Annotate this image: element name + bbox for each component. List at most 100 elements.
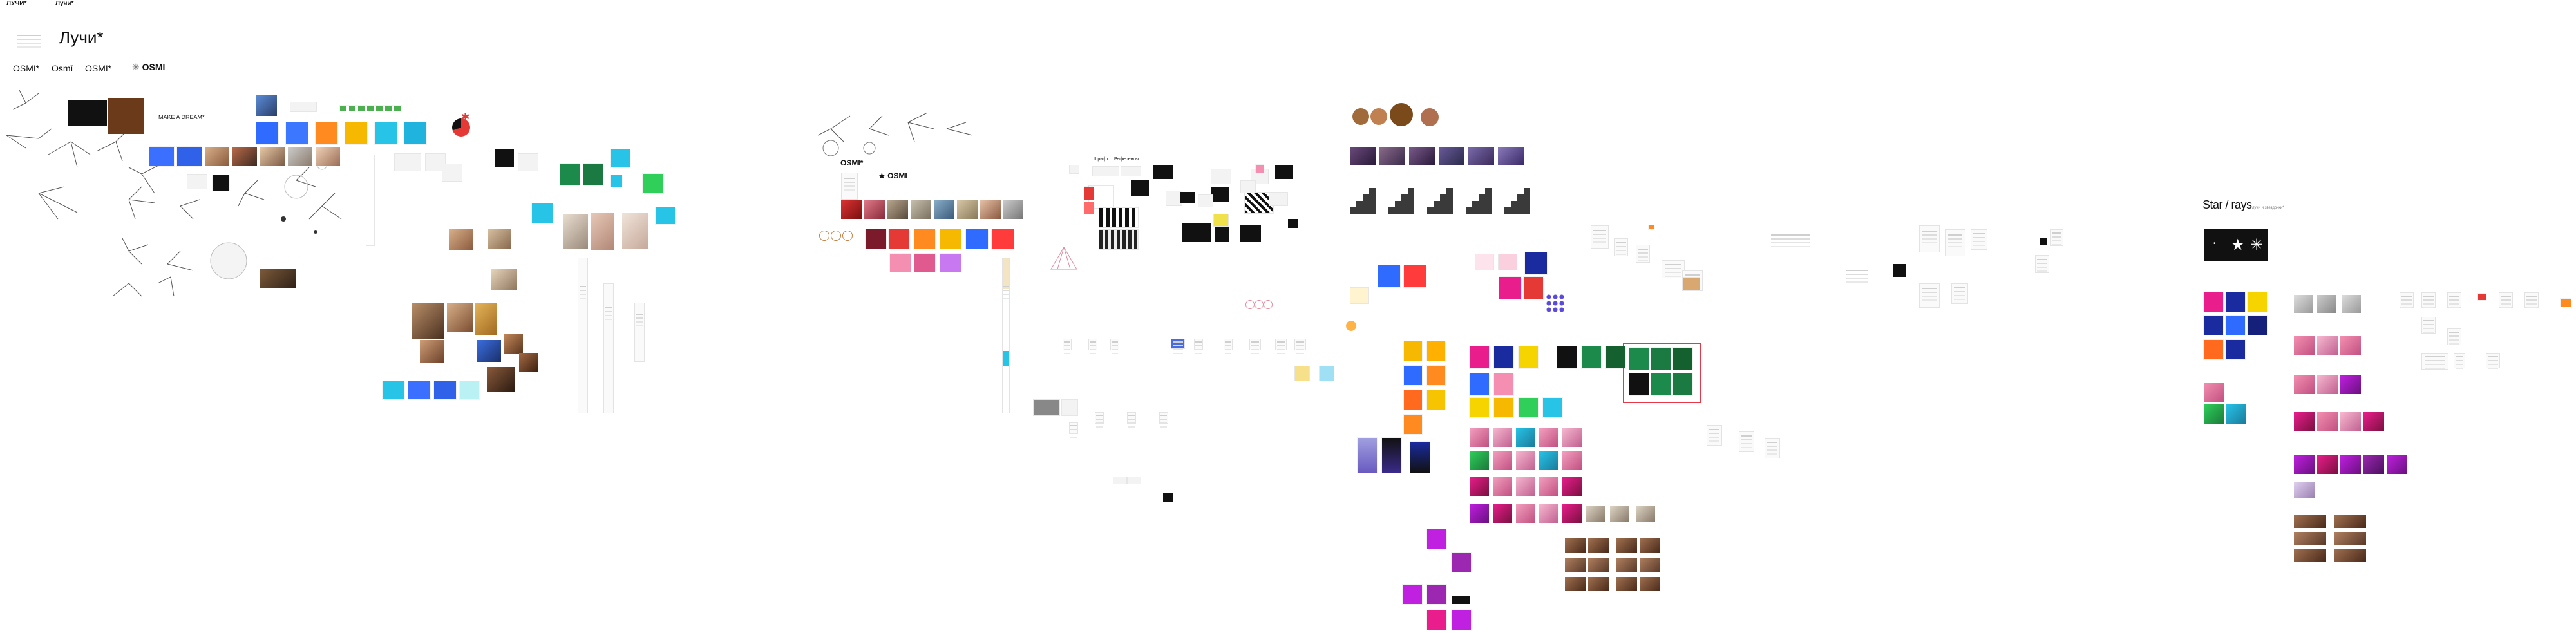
phone-mockup-2[interactable]: [1382, 438, 1401, 473]
right-card-navy-2[interactable]: [2204, 316, 2223, 335]
portrait-3[interactable]: [622, 213, 648, 249]
tile-cyan-1[interactable]: [375, 122, 397, 144]
ref-red-2[interactable]: [1084, 202, 1094, 214]
mid-card-dark-1[interactable]: [1557, 346, 1577, 368]
rc-doc-10[interactable]: [2050, 229, 2063, 246]
right-brown-2[interactable]: [2334, 515, 2366, 528]
center-tile-navy[interactable]: [1525, 252, 1547, 274]
doc-column-1[interactable]: [578, 258, 588, 413]
osmi-photo-4[interactable]: [911, 200, 931, 219]
right-pink-5[interactable]: [2317, 375, 2338, 394]
right-brown-6[interactable]: [2334, 549, 2366, 562]
right-pink-6[interactable]: [2340, 375, 2361, 394]
mid-card-yellow-3[interactable]: [1494, 398, 1513, 417]
doc-cluster-b4[interactable]: [1159, 412, 1168, 424]
osmi-ring-1[interactable]: [819, 231, 829, 241]
rc-doc-8[interactable]: [1971, 229, 1987, 250]
tile-photo-3[interactable]: [260, 147, 285, 166]
pink-grid-3[interactable]: [1516, 428, 1535, 447]
right-pink-7[interactable]: [2294, 412, 2315, 431]
frame-card-5[interactable]: [1651, 373, 1671, 395]
osmi-tile-pink-2[interactable]: [914, 254, 935, 272]
doc-row-1[interactable]: [1113, 477, 1127, 484]
pink-grid-17[interactable]: [1493, 504, 1512, 523]
right-gray-3[interactable]: [2342, 295, 2361, 313]
doc-cluster-a3[interactable]: [1110, 339, 1119, 350]
card-orange-2[interactable]: [1404, 390, 1422, 410]
far-right-doc-10[interactable]: [2486, 353, 2500, 368]
ref-12[interactable]: [1166, 191, 1182, 206]
purple-card-1[interactable]: [1427, 529, 1446, 549]
doc-cluster-a6[interactable]: [1224, 339, 1233, 350]
ref-2[interactable]: [1092, 166, 1119, 176]
emoji-face-2[interactable]: [1370, 108, 1387, 125]
tile-photo-4[interactable]: [288, 147, 312, 166]
brown-grid-7[interactable]: [1616, 558, 1637, 572]
tile-orange-photo-1[interactable]: [256, 95, 277, 116]
osmi-tile-pink-1[interactable]: [890, 254, 911, 272]
ref-10[interactable]: [1211, 169, 1231, 184]
brown-strip-2[interactable]: [1379, 147, 1405, 165]
mid-card-magenta-1[interactable]: [1470, 346, 1489, 368]
pink-grid-20[interactable]: [1562, 504, 1582, 523]
doc-cluster-a8[interactable]: [1275, 339, 1287, 350]
tile-sketch-1[interactable]: [394, 153, 421, 171]
rc-doc-1[interactable]: [1591, 225, 1609, 249]
osmi-photo-5[interactable]: [934, 200, 954, 219]
mid-card-green-3[interactable]: [1519, 398, 1538, 417]
far-right-doc-9[interactable]: [2454, 353, 2465, 368]
far-right-doc-4[interactable]: [2499, 292, 2513, 308]
ref-red-1[interactable]: [1084, 187, 1094, 200]
rc-doc-3[interactable]: [1636, 245, 1650, 263]
mid-card-blue-2[interactable]: [1470, 373, 1489, 395]
pink-grid-4[interactable]: [1539, 428, 1558, 447]
purple-card-5[interactable]: [1427, 610, 1446, 630]
ref-6[interactable]: [1099, 207, 1139, 228]
tile-photo-1[interactable]: [205, 147, 229, 166]
doc-cluster-a4[interactable]: [1171, 339, 1185, 349]
brown-grid-8[interactable]: [1640, 558, 1660, 572]
gray-tile-1[interactable]: [1586, 506, 1605, 522]
portrait-8[interactable]: [412, 303, 444, 339]
mid-card-green-2[interactable]: [1606, 346, 1625, 368]
rc-dark-small[interactable]: [2040, 238, 2047, 245]
center-pink-2[interactable]: [1498, 254, 1517, 270]
ref-dark-4[interactable]: [1215, 227, 1229, 242]
brown-strip-1[interactable]: [1350, 147, 1376, 165]
osmi-photo-8[interactable]: [1003, 200, 1023, 219]
tile-cyan-5[interactable]: [656, 207, 675, 224]
emoji-face-3[interactable]: [1390, 103, 1413, 126]
portrait-5[interactable]: [488, 229, 511, 249]
text-doc-dark[interactable]: [1893, 264, 1906, 277]
tile-cyan-7[interactable]: [383, 381, 404, 399]
portrait-7[interactable]: [260, 269, 296, 288]
purple-card-2[interactable]: [1452, 553, 1471, 572]
star-rays-hero[interactable]: • ★ ✳: [2204, 229, 2268, 261]
portrait-9[interactable]: [447, 303, 473, 332]
ref-9[interactable]: [1269, 192, 1288, 206]
right-card-navy-3[interactable]: [2248, 316, 2267, 335]
pink-grid-12[interactable]: [1493, 477, 1512, 496]
card-blue-1[interactable]: [1404, 366, 1422, 385]
osmi-photo-6[interactable]: [957, 200, 978, 219]
right-card-navy-4[interactable]: [2226, 340, 2245, 359]
right-gray-1[interactable]: [2294, 295, 2313, 313]
doc-cluster-a7[interactable]: [1249, 339, 1261, 350]
tile-yellow-1[interactable]: [345, 122, 367, 144]
ref-13[interactable]: [1198, 194, 1213, 207]
pink-grid-14[interactable]: [1539, 477, 1558, 496]
doc-cluster-a9[interactable]: [1294, 339, 1306, 350]
tile-black-square[interactable]: [213, 175, 229, 191]
rc-doc-2[interactable]: [1614, 238, 1628, 256]
osmi-ring-2[interactable]: [831, 231, 841, 241]
ref-4[interactable]: [1153, 165, 1173, 179]
pink-grid-5[interactable]: [1562, 428, 1582, 447]
tile-sketch-3[interactable]: [518, 153, 538, 171]
right-purple-3[interactable]: [2340, 455, 2361, 474]
card-yellow-1[interactable]: [1404, 341, 1422, 361]
pink-grid-10[interactable]: [1562, 451, 1582, 470]
rc-doc-4[interactable]: [1662, 260, 1685, 278]
right-brown-1[interactable]: [2294, 515, 2326, 528]
tile-green-2[interactable]: [583, 164, 603, 185]
